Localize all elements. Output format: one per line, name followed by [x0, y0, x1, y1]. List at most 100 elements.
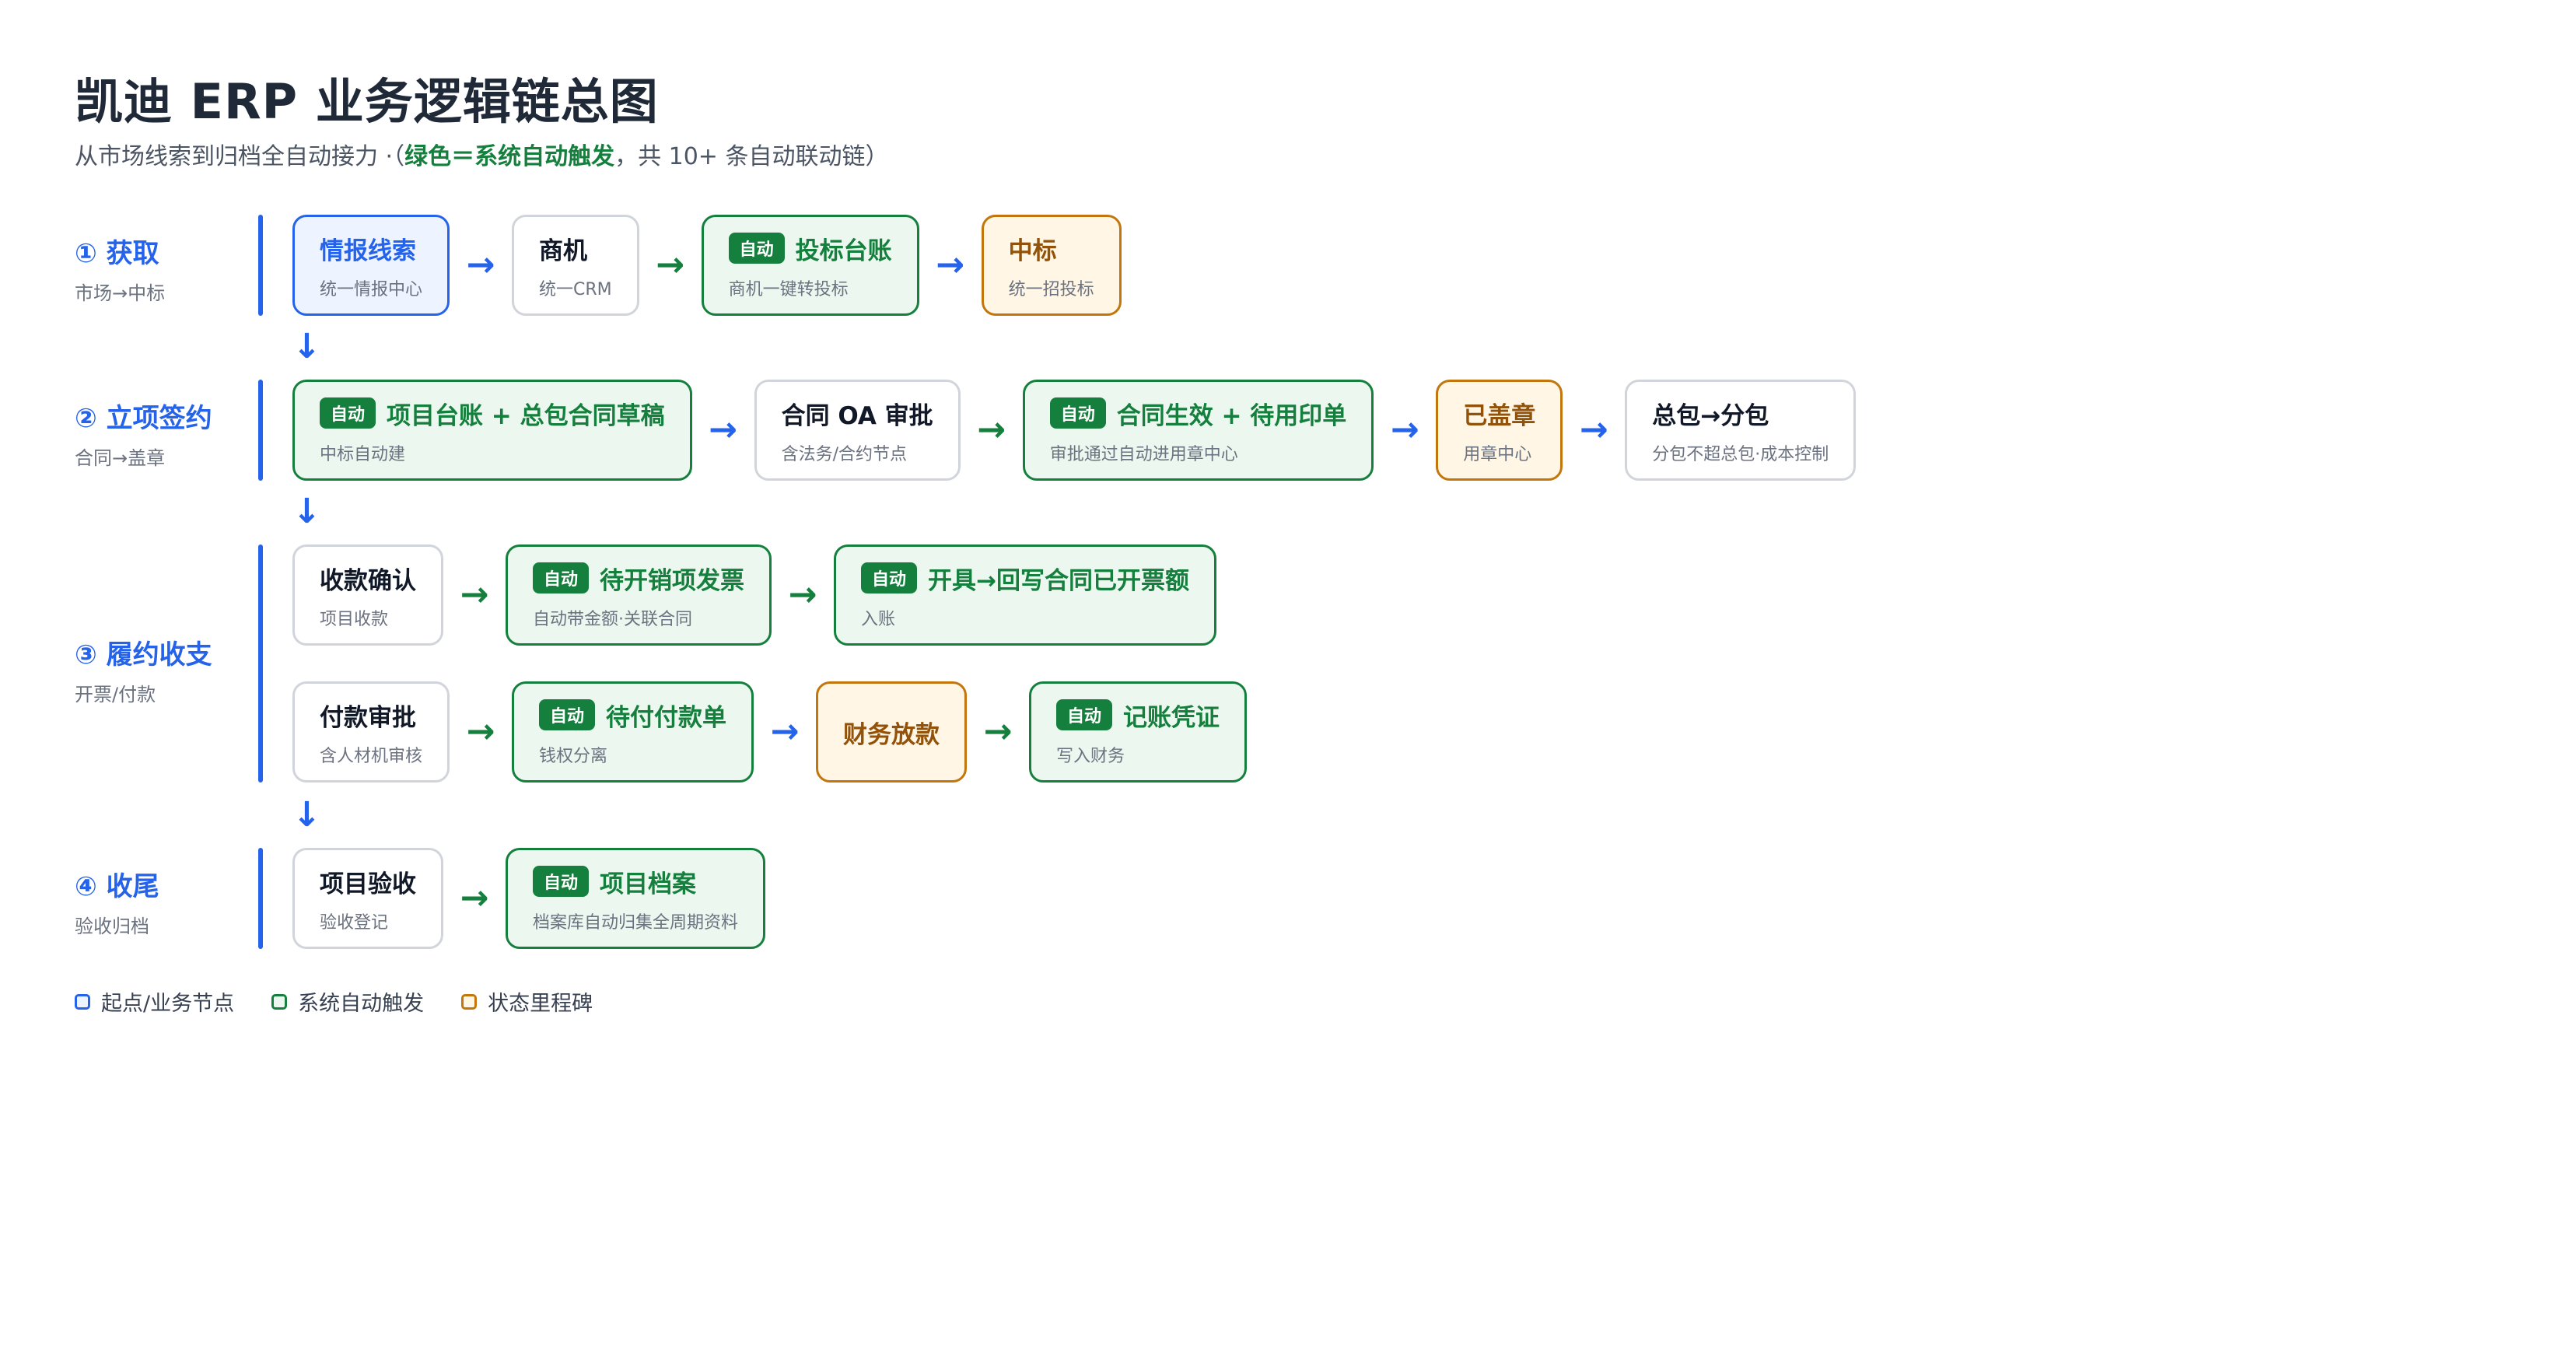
node-sub: 统一招投标: [1008, 279, 1094, 299]
flow-arrow: →: [788, 575, 817, 614]
legend-label: 系统自动触发: [298, 992, 425, 1016]
node-finance-release[interactable]: 财务放款: [816, 681, 968, 783]
section-bar: [258, 380, 263, 481]
flow-arrow: →: [936, 245, 965, 285]
node-project-archive[interactable]: 自动项目档案 档案库自动归集全周期资料: [506, 848, 766, 949]
section-bar: [258, 544, 263, 783]
legend-swatch-blue: [75, 993, 90, 1010]
node-project-acceptance[interactable]: 项目验收 验收登记: [292, 848, 443, 949]
node-sub: 商机一键转投标: [728, 279, 849, 299]
node-sub: 含人材机审核: [320, 746, 423, 766]
auto-badge: 自动: [539, 699, 596, 730]
section-label: ③ 履约收支 开票/付款: [75, 633, 246, 706]
legend-label: 状态里程碑: [488, 992, 593, 1016]
auto-badge: 自动: [728, 233, 785, 264]
flow-arrow: →: [709, 410, 738, 450]
legend-label: 起点/业务节点: [101, 992, 235, 1016]
node-accounting-voucher[interactable]: 自动记账凭证 写入财务: [1029, 681, 1248, 783]
node-intel-leads[interactable]: 情报线索 统一情报中心: [292, 215, 450, 316]
flow-row-contract: 自动项目台账 + 总包合同草稿 中标自动建 → 合同 OA 审批 含法务/合约节…: [292, 380, 1857, 481]
node-label: 项目档案: [600, 870, 697, 898]
node-label: 总包→分包: [1652, 401, 1769, 430]
auto-badge: 自动: [861, 562, 918, 593]
node-sub: 自动带金额·关联合同: [533, 609, 692, 629]
node-label: 项目验收: [320, 870, 416, 898]
flow-arrow: →: [466, 712, 495, 751]
legend-item-auto: 系统自动触发: [271, 986, 424, 1017]
node-opportunity[interactable]: 商机 统一CRM: [512, 215, 639, 316]
node-sub: 项目收款: [320, 609, 389, 629]
page-title: 凯迪 ERP 业务逻辑链总图: [75, 73, 659, 130]
subtitle-highlight: 绿色＝系统自动触发: [404, 143, 615, 170]
section-title: ② 立项签约: [75, 403, 212, 434]
node-sub: 写入财务: [1056, 746, 1125, 766]
node-subcontract[interactable]: 总包→分包 分包不超总包·成本控制: [1625, 380, 1857, 481]
node-label: 记账凭证: [1123, 703, 1220, 732]
flow-arrow: →: [656, 245, 685, 285]
node-contract-effective[interactable]: 自动合同生效 + 待用印单 审批通过自动进用章中心: [1022, 380, 1374, 481]
section-label: ① 获取 市场→中标: [75, 232, 246, 305]
legend-swatch-green: [271, 993, 288, 1010]
node-label: 商机: [539, 236, 588, 265]
auto-badge: 自动: [1049, 397, 1106, 429]
flow-row-payable: 付款审批 含人材机审核 → 自动待付付款单 钱权分离 → 财务放款 → 自动记账…: [292, 681, 1248, 783]
flow-arrow: →: [460, 575, 489, 614]
node-sealed[interactable]: 已盖章 用章中心: [1436, 380, 1563, 481]
section-down-arrow: ↓: [292, 492, 321, 531]
node-pending-payment[interactable]: 自动待付付款单 钱权分离: [512, 681, 754, 783]
node-receipt-confirm[interactable]: 收款确认 项目收款: [292, 544, 443, 646]
node-label: 合同生效 + 待用印单: [1116, 401, 1347, 430]
node-sub: 档案库自动归集全周期资料: [533, 912, 739, 933]
node-bid-ledger[interactable]: 自动投标台账 商机一键转投标: [701, 215, 919, 316]
flow-row-closing: 项目验收 验收登记 → 自动项目档案 档案库自动归集全周期资料: [292, 848, 766, 949]
page-subtitle: 从市场线索到归档全自动接力 ·（绿色＝系统自动触发，共 10+ 条自动联动链）: [75, 137, 888, 171]
node-payment-approval[interactable]: 付款审批 含人材机审核: [292, 681, 450, 783]
node-sub: 统一情报中心: [320, 279, 423, 299]
section-subtitle: 合同→盖章: [75, 447, 166, 469]
flow-arrow: →: [983, 712, 1013, 751]
node-contract-oa[interactable]: 合同 OA 审批 含法务/合约节点: [754, 380, 961, 481]
legend-item-milestone: 状态里程碑: [461, 986, 593, 1017]
node-label: 合同 OA 审批: [781, 401, 933, 430]
section-title: ① 获取: [75, 238, 159, 269]
section-title: ④ 收尾: [75, 871, 159, 902]
node-sub: 分包不超总包·成本控制: [1652, 444, 1829, 464]
section-label: ④ 收尾 验收归档: [75, 865, 246, 938]
flow-arrow: →: [460, 878, 489, 918]
section-label: ② 立项签约 合同→盖章: [75, 397, 246, 470]
auto-badge: 自动: [533, 866, 590, 897]
node-label: 投标台账: [795, 236, 892, 265]
auto-badge: 自动: [320, 397, 376, 429]
node-sub: 入账: [861, 609, 896, 629]
node-label: 财务放款: [843, 720, 940, 749]
node-sub: 统一CRM: [539, 279, 612, 299]
section-subtitle: 市场→中标: [75, 282, 166, 304]
section-bar: [258, 848, 263, 949]
node-label: 付款审批: [320, 703, 416, 732]
node-project-ledger[interactable]: 自动项目台账 + 总包合同草稿 中标自动建: [292, 380, 692, 481]
section-subtitle: 开票/付款: [75, 684, 156, 706]
node-bid-won[interactable]: 中标 统一招投标: [981, 215, 1122, 316]
flow-row-acquire: 情报线索 统一情报中心 → 商机 统一CRM → 自动投标台账 商机一键转投标 …: [292, 215, 1122, 316]
node-label: 中标: [1008, 236, 1057, 265]
subtitle-prefix: 从市场线索到归档全自动接力 ·（: [75, 143, 405, 170]
node-pending-invoice[interactable]: 自动待开销项发票 自动带金额·关联合同: [506, 544, 772, 646]
flow-arrow: →: [1579, 410, 1608, 450]
section-bar: [258, 215, 263, 316]
flow-arrow: →: [770, 712, 800, 751]
flow-row-receivable: 收款确认 项目收款 → 自动待开销项发票 自动带金额·关联合同 → 自动开具→回…: [292, 544, 1217, 646]
subtitle-suffix: ，共 10+ 条自动联动链）: [614, 143, 889, 170]
flow-arrow: →: [1390, 410, 1419, 450]
node-sub: 审批通过自动进用章中心: [1049, 444, 1238, 464]
node-label: 已盖章: [1463, 401, 1536, 430]
node-sub: 含法务/合约节点: [781, 444, 907, 464]
flow-arrow: →: [977, 410, 1006, 450]
flow-arrow: →: [466, 245, 495, 285]
auto-badge: 自动: [533, 562, 590, 593]
node-label: 待付付款单: [606, 703, 727, 732]
node-invoice-writeback[interactable]: 自动开具→回写合同已开票额 入账: [834, 544, 1217, 646]
node-label: 情报线索: [320, 236, 416, 265]
node-sub: 中标自动建: [320, 444, 406, 464]
node-label: 收款确认: [320, 566, 416, 595]
